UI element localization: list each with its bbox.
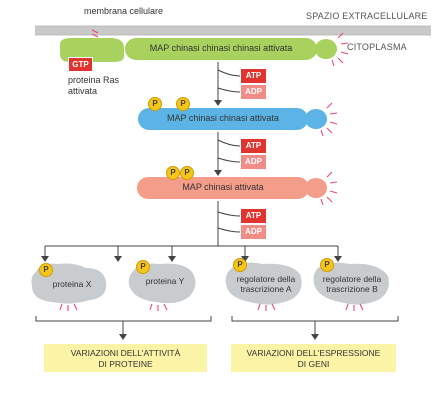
activation-sparks-3 xyxy=(320,171,338,206)
atp-tag-1: ATP xyxy=(241,69,266,83)
phosphate-badge: P xyxy=(39,263,53,277)
phosphate-badge: P xyxy=(166,166,180,180)
target-sparks xyxy=(59,303,364,311)
group-brackets xyxy=(35,316,399,334)
arrow-heads xyxy=(41,100,342,262)
target-regulator-b-shape xyxy=(313,262,389,305)
target-protein-label: proteina Y xyxy=(145,276,185,286)
adp-tag-3: ADP xyxy=(241,225,266,239)
map-k-shape xyxy=(137,177,309,199)
ras-protein-label: proteina Ras attivata xyxy=(68,75,120,96)
adp-tag-1: ADP xyxy=(241,85,266,99)
phosphate-badge: P xyxy=(233,258,247,272)
phosphate-badge: P xyxy=(136,260,150,274)
outcome-gene-expression: VARIAZIONI DELL'ESPRESSIONE DI GENI xyxy=(231,344,396,372)
extracellular-label: SPAZIO EXTRACELLULARE xyxy=(306,11,428,21)
phosphate-badge: P xyxy=(148,97,162,111)
phosphate-badge: P xyxy=(176,97,190,111)
adp-tag-2: ADP xyxy=(241,155,266,169)
ras-protein-shape xyxy=(60,38,124,62)
cell-membrane xyxy=(35,26,431,35)
map-kkk-shape xyxy=(125,38,317,60)
cytoplasm-label: CITOPLASMA xyxy=(347,42,407,52)
phosphate-badge: P xyxy=(320,258,334,272)
gtp-tag: GTP xyxy=(68,57,93,72)
map-kk-label: MAP chinasi chinasi attivata xyxy=(167,113,279,123)
membrane-label: membrana cellulare xyxy=(84,6,164,16)
target-protein-label: regolatore della trascrizione B xyxy=(322,274,382,294)
membrane-anchor-mark xyxy=(91,29,99,38)
activation-sparks-1 xyxy=(331,32,349,67)
atp-tag-2: ATP xyxy=(241,139,266,153)
outcome-protein-activity: VARIAZIONI DELL'ATTIVITÀ DI PROTEINE xyxy=(44,344,207,372)
cascade-arrows xyxy=(44,62,339,256)
map-k-label: MAP chinasi attivata xyxy=(182,182,264,192)
phosphate-badge: P xyxy=(180,166,194,180)
target-protein-label: proteina X xyxy=(52,279,92,289)
target-regulator-a-shape xyxy=(225,262,302,305)
atp-tag-3: ATP xyxy=(241,209,266,223)
target-protein-label: regolatore della trascrizione A xyxy=(236,274,296,294)
activation-sparks-2 xyxy=(320,102,338,137)
map-kk-shape xyxy=(138,108,308,130)
map-kkk-label: MAP chinasi chinasi chinasi attivata xyxy=(149,43,293,53)
